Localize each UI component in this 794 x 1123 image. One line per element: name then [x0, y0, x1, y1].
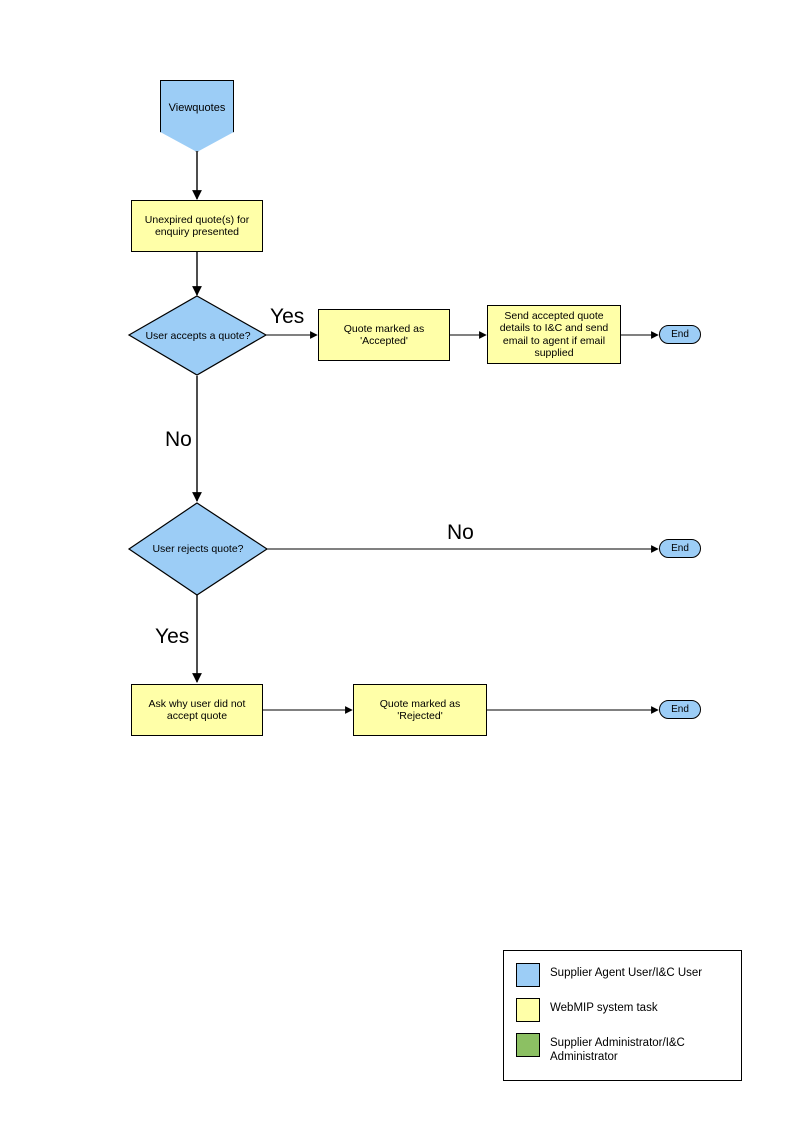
start-node-label: Viewquotes: [168, 101, 226, 114]
process-quote-marked-rejected-label: Quote marked as 'Rejected': [379, 697, 461, 722]
process-send-accepted-quote-details-label: Send accepted quote details to I&C and s…: [499, 309, 609, 359]
process-ask-why-not-accepted-label: Ask why user did not accept quote: [148, 697, 246, 722]
legend-swatch-yellow: [516, 998, 540, 1022]
terminator-end-not-rejected-label: End: [671, 542, 689, 554]
terminator-end-not-rejected[interactable]: End: [659, 539, 701, 558]
process-send-accepted-quote-details[interactable]: Send accepted quote details to I&C and s…: [487, 305, 621, 364]
terminator-end-accepted[interactable]: End: [659, 325, 701, 344]
decision-user-rejects-quote[interactable]: User rejects quote?: [129, 503, 267, 595]
legend-swatch-blue: [516, 963, 540, 987]
decision-user-accepts-quote-label: User accepts a quote?: [145, 329, 251, 342]
legend: Supplier Agent User/I&C User WebMIP syst…: [503, 950, 742, 1081]
process-unexpired-quotes-label: Unexpired quote(s) for enquiry presented: [144, 213, 250, 238]
edge-label-d1-yes: Yes: [270, 305, 305, 328]
legend-label-webmip-system-task: WebMIP system task: [550, 1002, 658, 1014]
terminator-end-accepted-label: End: [671, 328, 689, 340]
decision-user-rejects-quote-shape[interactable]: [127, 502, 269, 596]
legend-item-supplier-administrator: Supplier Administrator/I&C Administrator: [516, 1033, 731, 1065]
process-ask-why-not-accepted[interactable]: Ask why user did not accept quote: [131, 684, 263, 736]
legend-item-supplier-agent-user: Supplier Agent User/I&C User: [516, 963, 731, 987]
legend-swatch-green: [516, 1033, 540, 1057]
edge-label-d1-no: No: [165, 428, 192, 451]
legend-label-supplier-agent-user: Supplier Agent User/I&C User: [550, 967, 703, 979]
process-quote-marked-rejected[interactable]: Quote marked as 'Rejected': [353, 684, 487, 736]
process-quote-marked-accepted-label: Quote marked as 'Accepted': [343, 322, 425, 347]
legend-label-supplier-administrator: Supplier Administrator/I&C Administrator: [550, 1037, 685, 1064]
legend-item-webmip-system-task: WebMIP system task: [516, 998, 731, 1022]
decision-user-accepts-quote-shape[interactable]: [127, 295, 268, 376]
terminator-end-rejected[interactable]: End: [659, 700, 701, 719]
process-unexpired-quotes[interactable]: Unexpired quote(s) for enquiry presented: [131, 200, 263, 252]
edge-label-d2-yes: Yes: [155, 625, 190, 648]
terminator-end-rejected-label: End: [671, 703, 689, 715]
decision-user-rejects-quote-label: User rejects quote?: [152, 542, 244, 555]
edge-label-d2-no: No: [447, 521, 474, 544]
decision-user-accepts-quote[interactable]: User accepts a quote?: [129, 296, 267, 376]
process-quote-marked-accepted[interactable]: Quote marked as 'Accepted': [318, 309, 450, 361]
